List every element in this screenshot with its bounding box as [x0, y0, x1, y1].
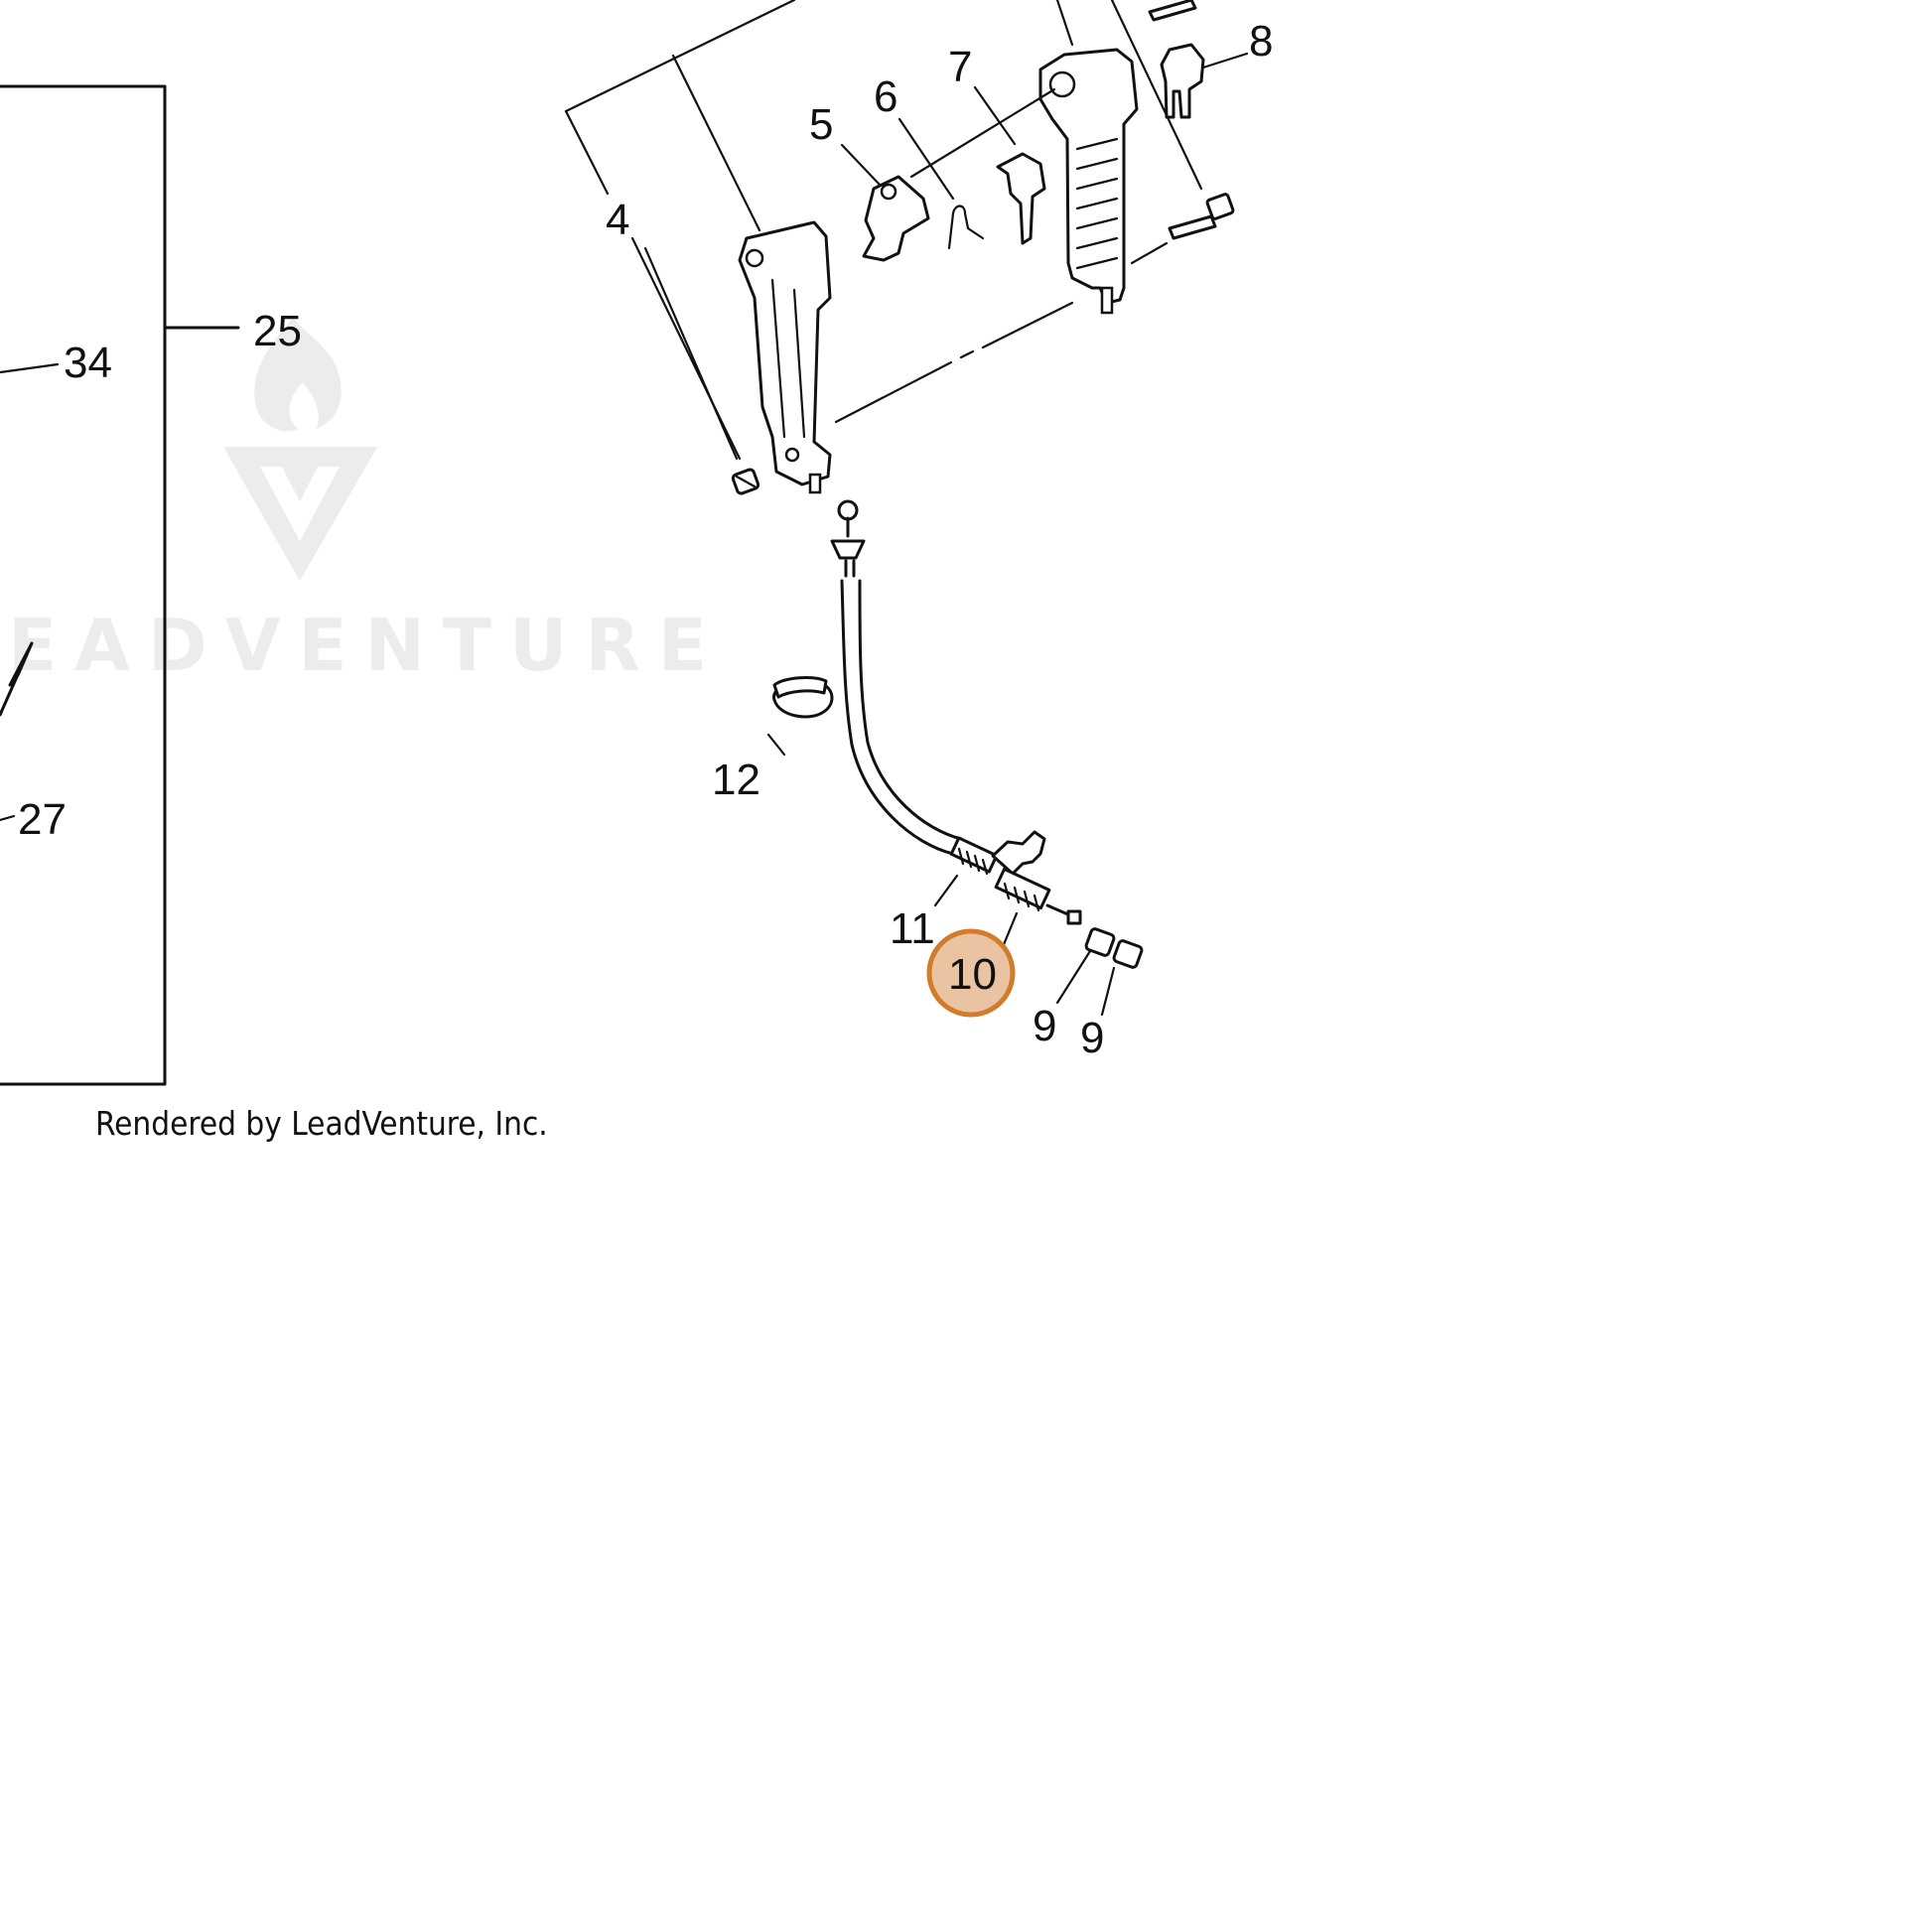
part-6-spring	[947, 205, 985, 250]
part-7-lever	[996, 152, 1046, 245]
handle-left-half	[738, 220, 832, 494]
callout-27: 27	[18, 795, 67, 844]
callout-4: 4	[606, 196, 629, 244]
callout-10: 10	[948, 950, 997, 999]
callout-8: 8	[1249, 17, 1273, 66]
callout-10-highlight	[926, 928, 1016, 1018]
callout-5: 5	[809, 100, 833, 149]
callout-6: 6	[874, 72, 897, 121]
watermark-logo	[223, 318, 377, 581]
assembly-link-lines	[834, 87, 1169, 424]
handle-right-half	[1038, 48, 1139, 315]
callout-34: 34	[64, 339, 112, 387]
part-9-nuts	[1084, 927, 1144, 969]
assembly-25-bracket	[0, 84, 240, 1086]
callout-9-outer: 9	[1080, 1014, 1104, 1062]
callout-7: 7	[948, 43, 972, 91]
render-credit: Rendered by LeadVenture, Inc.	[95, 1104, 548, 1143]
callout-25: 25	[253, 307, 302, 355]
callout-9-inner: 9	[1033, 1002, 1056, 1050]
watermark-text: EADVENTURE	[8, 604, 725, 687]
part-5-trigger	[862, 175, 930, 262]
throttle-cable	[830, 499, 1082, 925]
callout-12: 12	[712, 756, 760, 804]
part-12-clamp	[772, 676, 834, 719]
handle-screws	[1148, 0, 1235, 240]
callout-11: 11	[890, 904, 935, 953]
handle-nut	[731, 468, 760, 495]
part-8-clip	[1160, 43, 1205, 119]
callout-leaders	[643, 52, 1249, 1017]
